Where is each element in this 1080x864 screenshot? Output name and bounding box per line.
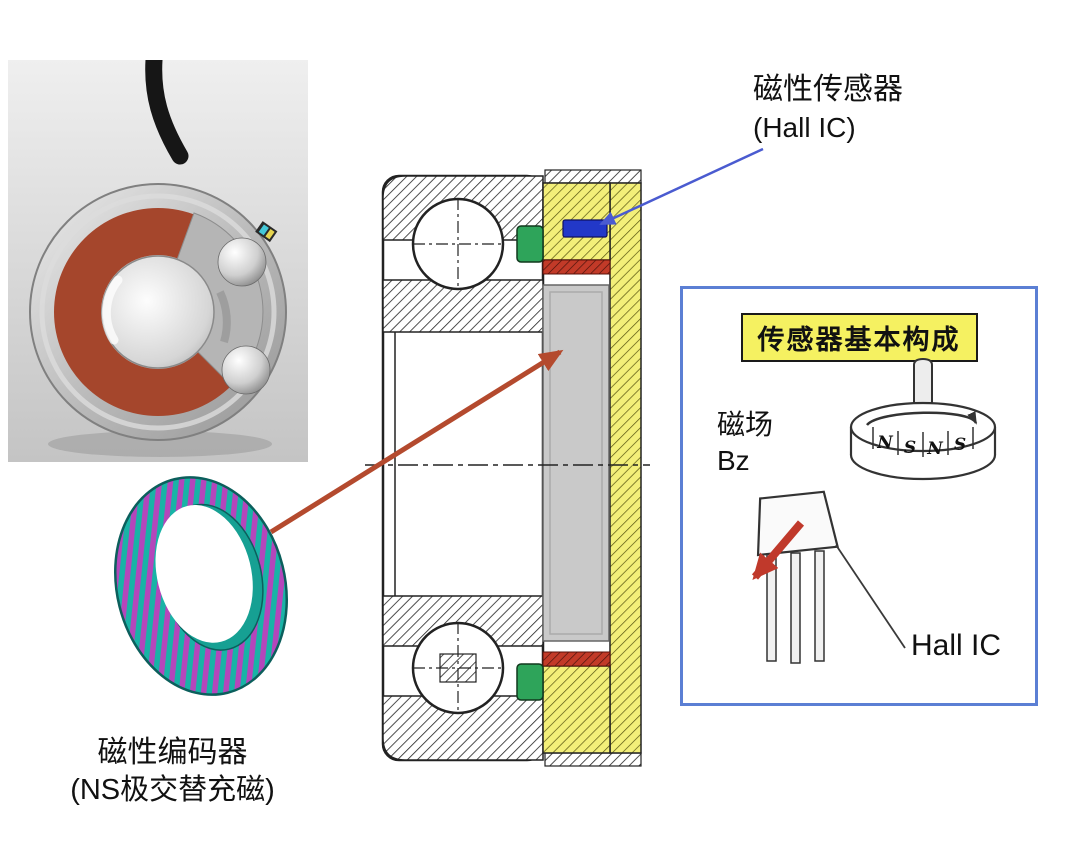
steel-ball — [217, 237, 267, 287]
field-direction-arrow — [751, 520, 805, 581]
hall-ic-package — [756, 490, 839, 557]
bore-highlight — [101, 275, 123, 345]
field-label-line2: Bz — [717, 445, 750, 477]
field-label-line1: 磁场 — [717, 409, 774, 440]
pole-label-s2: S — [954, 435, 966, 455]
pole-label-s1: S — [904, 438, 916, 458]
bearing-cross-section — [365, 169, 650, 767]
encoder-callout-line1: 磁性编码器 — [97, 736, 248, 769]
sensor-cable — [145, 60, 189, 165]
rotation-arrow — [866, 411, 978, 426]
encoder-callout: 磁性编码器 (NS极交替充磁) — [5, 733, 340, 810]
sensor-callout-line1: 磁性传感器 — [753, 73, 903, 106]
ic-lead — [766, 550, 777, 662]
ic-lead — [814, 550, 825, 662]
sensor-callout-line2: (Hall IC) — [753, 111, 856, 143]
photo-shadow — [48, 431, 272, 457]
sealed-bearing — [29, 183, 287, 441]
rotating-magnet-drawing: N S N S — [849, 357, 997, 481]
bearing-chamfer — [39, 193, 277, 431]
sensor-callout: 磁性传感器 (Hall IC) — [753, 70, 903, 147]
housing-cap-top — [544, 169, 642, 184]
outer-ring-bottom-section — [382, 695, 544, 761]
hall-ic-chip — [562, 219, 608, 238]
cage — [216, 290, 231, 344]
magnetic-encoder-ring — [114, 476, 288, 696]
bearing-bore — [101, 255, 215, 369]
sensor-chip — [255, 221, 278, 243]
encoder-callout-line2: (NS极交替充磁) — [70, 774, 275, 806]
housing-cap-bottom — [544, 752, 642, 767]
box-title: 传感器基本构成 — [740, 313, 978, 362]
spacer-top — [516, 225, 544, 263]
spacer-bottom — [516, 663, 544, 701]
hall-ic-label: Hall IC — [911, 629, 1002, 662]
magnetic-field-label: 磁场 Bz — [717, 407, 773, 480]
steel-ball — [221, 345, 271, 395]
hall-ic-drawing — [751, 490, 839, 664]
pole-label-n2: N — [926, 439, 944, 459]
encoder-ring — [114, 476, 288, 696]
pole-label-n1: N — [876, 433, 894, 453]
sensor-composition-box: 传感器基本构成 磁场 Bz N S N — [680, 286, 1038, 706]
encoder-section — [542, 284, 610, 642]
sensor-housing-column — [609, 182, 642, 754]
encoder-hole — [155, 505, 253, 643]
sensor-housing-bottom-arm — [542, 665, 611, 754]
magnet-shaft — [913, 357, 933, 405]
ic-lead — [790, 552, 801, 664]
magnet-strip-bottom — [542, 651, 611, 667]
magnet-strip-top — [542, 259, 611, 275]
bearing-photo — [8, 60, 308, 462]
